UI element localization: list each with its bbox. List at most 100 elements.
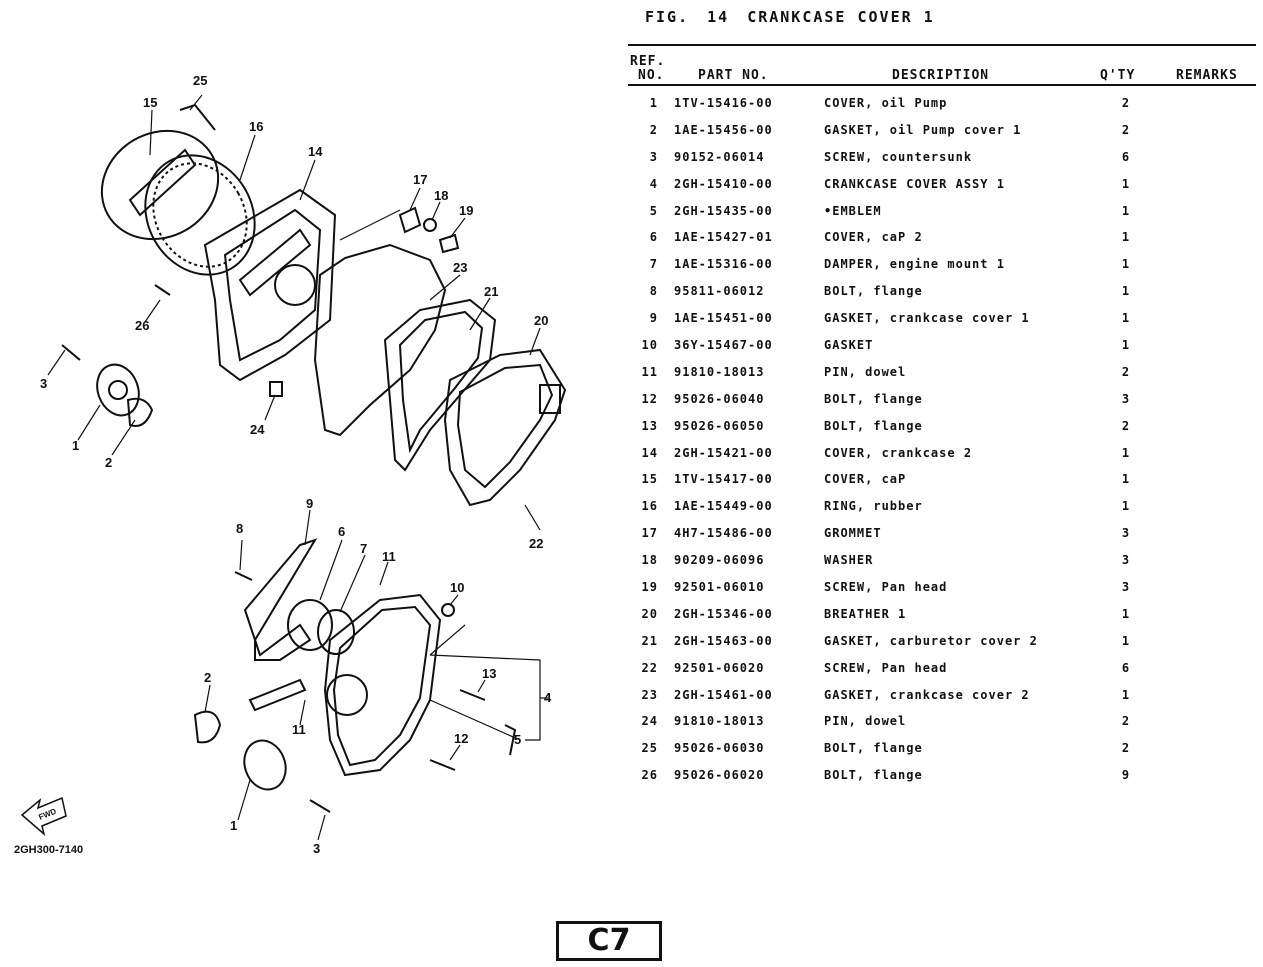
ref-no-cell: 4 xyxy=(649,176,658,191)
callout-9: 9 xyxy=(306,496,313,511)
part-number-cell: 4H7-15486-00 xyxy=(674,526,773,541)
table-row: 15 1TV-15417-00 COVER, caP 1 xyxy=(628,468,1256,495)
header-description: DESCRIPTION xyxy=(892,68,990,83)
callout-11-bottom: 11 xyxy=(292,722,306,737)
quantity-cell: 1 xyxy=(1121,203,1131,218)
figure-number: 14 xyxy=(707,8,730,26)
part-number-cell: 90152-06014 xyxy=(674,149,765,164)
description-cell: WASHER xyxy=(824,553,874,568)
quantity-cell: 3 xyxy=(1121,391,1131,406)
description-cell: COVER, oil Pump xyxy=(824,96,948,110)
page-code-box: C7 xyxy=(556,921,662,961)
part-20-breather xyxy=(443,348,567,507)
description-cell: BREATHER 1 xyxy=(824,606,907,621)
part-number-cell: 91810-18013 xyxy=(674,714,765,729)
quantity-cell: 1 xyxy=(1121,633,1131,648)
description-cell: BOLT, flange xyxy=(824,768,923,783)
description-cell: BOLT, flange xyxy=(824,284,923,299)
front-direction-arrow: FWD xyxy=(20,796,67,837)
parts-17-18-19-hardware xyxy=(398,206,460,254)
callout-23: 23 xyxy=(453,260,467,275)
quantity-cell: 1 xyxy=(1121,472,1131,487)
ref-no-cell: 23 xyxy=(641,687,658,702)
ref-no-cell: 24 xyxy=(641,714,658,729)
ref-no-cell: 19 xyxy=(641,580,658,595)
ref-no-cell: 12 xyxy=(641,391,658,406)
description-cell: GASKET, crankcase cover 1 xyxy=(824,311,1030,326)
part-number-cell: 95026-06020 xyxy=(674,768,765,783)
quantity-cell: 2 xyxy=(1121,714,1131,729)
part-number-cell: 2GH-15463-00 xyxy=(674,633,773,648)
header-ref-bottom: NO. xyxy=(638,68,665,83)
callout-2-top: 2 xyxy=(105,455,112,470)
description-cell: GASKET, crankcase cover 2 xyxy=(824,687,1030,702)
table-top-rule xyxy=(628,44,1256,46)
callout-8: 8 xyxy=(236,521,243,536)
header-ref-top: REF. xyxy=(630,54,666,69)
quantity-cell: 2 xyxy=(1121,122,1131,137)
part-number-cell: 90209-06096 xyxy=(674,553,765,568)
quantity-cell: 6 xyxy=(1121,149,1131,164)
callout-4: 4 xyxy=(544,690,552,705)
callout-11-top: 11 xyxy=(382,549,396,564)
part-number-cell: 95811-06012 xyxy=(674,284,765,299)
ref-no-cell: 15 xyxy=(641,472,658,487)
quantity-cell: 2 xyxy=(1121,741,1131,756)
description-cell: COVER, caP xyxy=(824,472,907,487)
quantity-cell: 2 xyxy=(1121,364,1131,379)
part-9-gasket-lower xyxy=(243,538,318,661)
ref-no-cell: 16 xyxy=(641,499,658,514)
parts-6-7-cover-damper xyxy=(287,599,355,655)
ref-no-cell: 5 xyxy=(649,203,658,218)
description-cell: SCREW, Pan head xyxy=(824,660,948,675)
callout-3-bottom: 3 xyxy=(313,841,320,856)
ref-no-cell: 1 xyxy=(649,96,658,110)
quantity-cell: 1 xyxy=(1121,311,1131,326)
callout-18: 18 xyxy=(434,188,448,203)
callout-6: 6 xyxy=(338,524,345,539)
ref-no-cell: 22 xyxy=(641,660,658,675)
callout-19: 19 xyxy=(459,203,473,218)
callout-16: 16 xyxy=(249,119,263,134)
quantity-cell: 1 xyxy=(1121,687,1131,702)
description-cell: COVER, crankcase 2 xyxy=(824,445,973,460)
callout-1-top: 1 xyxy=(72,438,79,453)
ref-no-cell: 20 xyxy=(641,606,658,621)
description-cell: PIN, dowel xyxy=(824,364,907,379)
description-cell: •EMBLEM xyxy=(824,203,882,218)
description-cell: GROMMET xyxy=(824,526,882,541)
callout-17: 17 xyxy=(413,172,427,187)
part-number-cell: 1AE-15427-01 xyxy=(674,230,773,245)
ref-no-cell: 11 xyxy=(641,364,658,379)
exploded-parts-diagram: 25 15 16 14 17 18 19 23 21 20 26 3 1 2 2… xyxy=(0,0,620,880)
description-cell: SCREW, Pan head xyxy=(824,580,948,595)
callout-24: 24 xyxy=(250,422,265,437)
drawing-number: 2GH300-7140 xyxy=(14,844,84,856)
quantity-cell: 1 xyxy=(1121,445,1131,460)
part-number-cell: 36Y-15467-00 xyxy=(674,338,773,353)
parts-1-2-oil-pump-cover xyxy=(96,363,154,427)
quantity-cell: 2 xyxy=(1121,96,1131,110)
callout-25: 25 xyxy=(193,73,207,88)
callout-26: 26 xyxy=(135,318,149,333)
part-number-cell: 92501-06010 xyxy=(674,580,765,595)
part-15-cap-cover xyxy=(100,129,220,241)
part-16-rubber-ring xyxy=(144,154,256,276)
description-cell: COVER, caP 2 xyxy=(824,230,923,245)
ref-no-cell: 21 xyxy=(641,633,658,648)
part-number-cell: 1TV-15417-00 xyxy=(674,472,773,487)
part-number-cell: 95026-06050 xyxy=(674,418,765,433)
